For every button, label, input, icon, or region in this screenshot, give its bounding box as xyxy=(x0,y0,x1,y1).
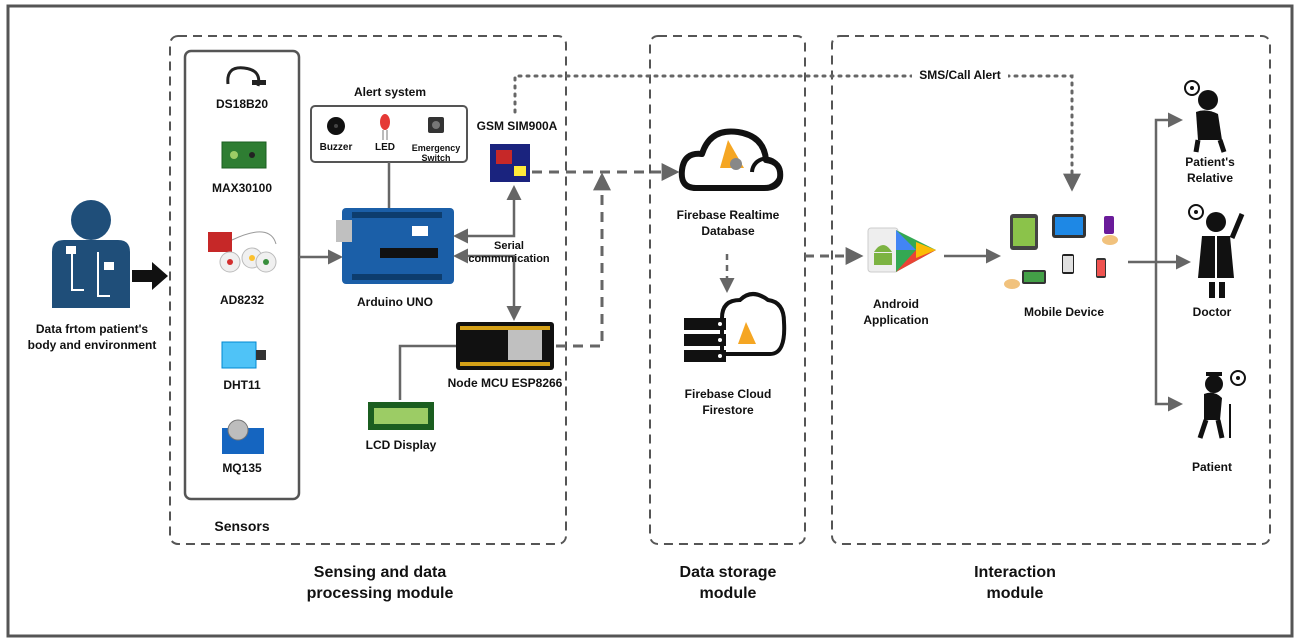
max30100-icon xyxy=(221,141,267,169)
mq135-icon xyxy=(222,419,264,454)
branch-to-patient xyxy=(1154,262,1183,412)
android-app-line1: Android xyxy=(873,297,919,311)
led-icon xyxy=(380,114,390,140)
sensing-module-box xyxy=(169,35,567,545)
realtime-db-label: Firebase Realtime Database xyxy=(658,207,798,239)
android-play-icon xyxy=(867,227,936,273)
android-app-label: Android Application xyxy=(846,296,946,328)
serial-communication-label: Serial communication xyxy=(464,240,554,266)
serial-line1: Serial xyxy=(494,240,524,252)
storage-module-title: Data storage module xyxy=(650,562,806,604)
buzzer-label: Buzzer xyxy=(319,142,353,153)
doctor-label: Doctor xyxy=(1192,305,1232,319)
firestore-line1: Firebase Cloud xyxy=(684,387,772,401)
lcd-display-icon xyxy=(368,402,434,430)
patient-label: Patient xyxy=(1191,460,1232,474)
sensor-label-dht11: DHT11 xyxy=(223,378,261,392)
serial-line2: communication xyxy=(468,253,550,265)
outer-frame xyxy=(6,4,1294,638)
arduino-gsm-link xyxy=(453,185,522,244)
sms-label-bg xyxy=(912,66,1008,84)
led-label: LED xyxy=(375,142,395,153)
mobile-device-label: Mobile Device xyxy=(1023,305,1105,319)
sms-call-alert-label: SMS/Call Alert xyxy=(919,68,1001,82)
gsm-label: GSM SIM900A xyxy=(476,119,558,133)
firestore-line2: Firestore xyxy=(702,403,754,417)
realtime-db-line2: Database xyxy=(701,224,755,238)
nodemcu-to-lcd-line xyxy=(398,344,456,400)
patient-source-label: Data frtom patient's body and environmen… xyxy=(18,321,166,353)
emergency-switch-line2: Switch xyxy=(421,153,451,163)
nodemcu-board-icon xyxy=(456,322,554,370)
patient-source-line1: Data frtom patient's xyxy=(35,322,149,336)
dht11-icon xyxy=(221,341,266,369)
relative-figure-icon xyxy=(1184,80,1227,153)
arduino-board-icon xyxy=(336,208,454,284)
relative-line1: Patient's xyxy=(1185,155,1235,169)
sensor-label-mq135: MQ135 xyxy=(222,461,262,475)
patient-body-icon xyxy=(52,200,130,308)
emergency-switch-label: Emergency Switch xyxy=(410,143,462,163)
sensing-module-line2: processing module xyxy=(306,585,454,602)
interaction-module-box xyxy=(831,35,1271,545)
patient-source-line2: body and environment xyxy=(27,338,157,352)
alert-system-title: Alert system xyxy=(353,85,427,99)
sensing-module-line1: Sensing and data xyxy=(313,564,447,581)
relative-line2: Relative xyxy=(1186,171,1234,185)
buzzer-icon xyxy=(327,117,345,135)
realtime-db-line1: Firebase Realtime xyxy=(676,208,780,222)
arduino-nodemcu-link xyxy=(453,248,522,321)
android-app-line2: Application xyxy=(863,313,929,327)
storage-module-line2: module xyxy=(699,585,757,602)
firebase-firestore-icon xyxy=(684,292,787,362)
emergency-switch-line1: Emergency xyxy=(411,143,461,153)
interaction-module-line2: module xyxy=(986,585,1044,602)
sensors-panel xyxy=(183,49,301,501)
arduino-label: Arduino UNO xyxy=(357,295,433,309)
sensors-title: Sensors xyxy=(214,518,270,534)
interaction-module-title: Interaction module xyxy=(950,562,1080,604)
emergency-switch-icon xyxy=(428,117,444,133)
gsm-module-icon xyxy=(490,144,530,182)
branch-to-relative xyxy=(1154,112,1183,262)
storage-module-line1: Data storage xyxy=(679,564,777,581)
firestore-label: Firebase Cloud Firestore xyxy=(664,386,792,418)
doctor-figure-icon xyxy=(1188,204,1245,298)
ds18b20-icon xyxy=(226,66,266,87)
sensor-label-max30100: MAX30100 xyxy=(211,181,273,195)
ad8232-icon xyxy=(208,231,277,273)
firebase-realtime-cloud-icon xyxy=(678,128,784,191)
relative-label: Patient's Relative xyxy=(1170,154,1250,186)
sensor-label-ad8232: AD8232 xyxy=(219,293,265,307)
interaction-module-line1: Interaction xyxy=(974,564,1056,581)
lcd-label: LCD Display xyxy=(365,438,437,452)
patient-to-sensors-arrow xyxy=(132,262,168,290)
storage-module-box xyxy=(649,35,806,545)
nodemcu-to-firebase-dashed xyxy=(556,172,611,348)
sensing-module-title: Sensing and data processing module xyxy=(280,562,480,604)
sms-call-alert-dotted xyxy=(513,74,1081,192)
patient-figure-icon xyxy=(1197,370,1246,439)
mobile-devices-icon xyxy=(1004,214,1118,289)
sensor-label-ds18b20: DS18B20 xyxy=(215,97,269,111)
nodemcu-label: Node MCU ESP8266 xyxy=(447,376,563,390)
